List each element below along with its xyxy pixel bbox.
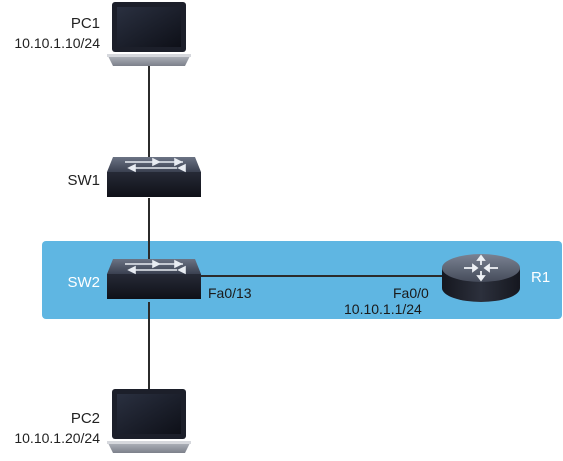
sw2-switch-icon[interactable] — [107, 259, 201, 299]
r1-interface-label: Fa0/0 — [393, 285, 429, 301]
pc2-ip-label: 10.10.1.20/24 — [14, 430, 100, 446]
pc2-name-label: PC2 — [70, 410, 100, 427]
r1-ip-label: 10.10.1.1/24 — [344, 301, 422, 317]
sw1-switch-icon[interactable] — [107, 157, 201, 197]
sw2-name-label: SW2 — [67, 274, 100, 291]
r1-name-label: R1 — [531, 269, 551, 286]
pc1-laptop-icon[interactable] — [107, 2, 191, 66]
pc1-ip-label: 10.10.1.10/24 — [14, 35, 100, 51]
r1-router-icon[interactable] — [442, 254, 520, 302]
sw1-name-label: SW1 — [67, 172, 100, 189]
pc1-name-label: PC1 — [70, 15, 100, 32]
pc2-laptop-icon[interactable] — [107, 389, 191, 453]
sw2-interface-label: Fa0/13 — [208, 285, 252, 301]
